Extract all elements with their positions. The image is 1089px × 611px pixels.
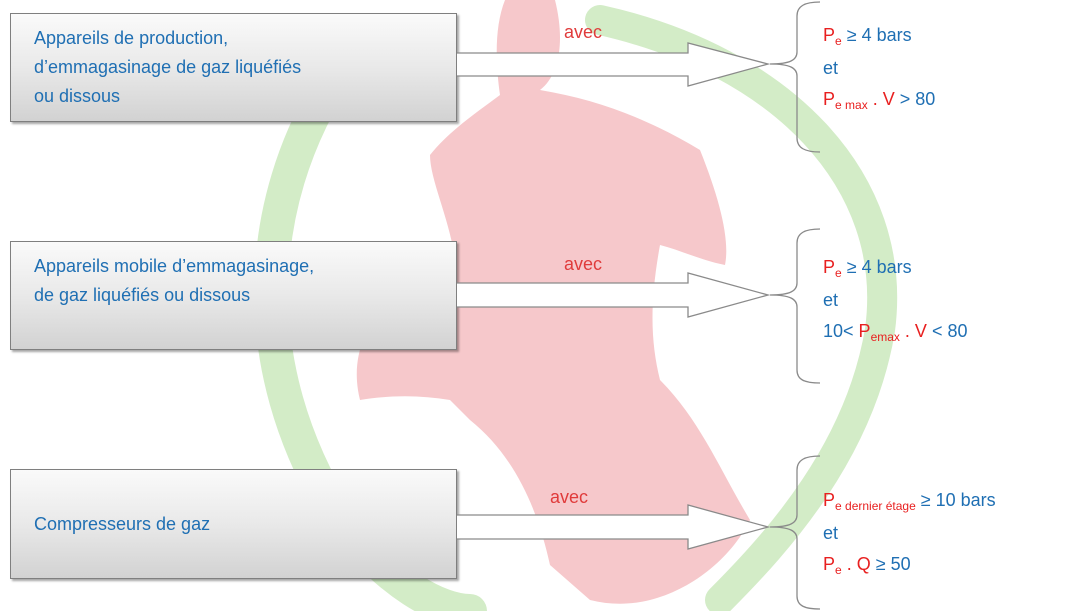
pressure-symbol: P xyxy=(823,89,836,109)
condition-group: Pe dernier étage ≥ 10 bars et Pe . Q ≥ 5… xyxy=(823,485,996,582)
pressure-subscript: emax xyxy=(870,330,900,344)
condition-prefix: 10< xyxy=(823,321,859,341)
pressure-subscript: e xyxy=(835,266,842,280)
condition-text: ≥ 10 bars xyxy=(915,490,996,510)
conjunction-text: et xyxy=(823,290,839,310)
condition-text: ≥ 4 bars xyxy=(841,25,912,45)
operator-text: . xyxy=(899,321,915,341)
condition-group: Pe ≥ 4 bars et 10< Pemax . V < 80 xyxy=(823,252,967,349)
conjunction-text: et xyxy=(823,523,839,543)
category-label: Compresseurs de gaz xyxy=(34,513,211,534)
pressure-subscript: e max xyxy=(835,98,868,112)
category-box-mobile: Appareils mobile d’emmagasinage, de gaz … xyxy=(10,241,457,350)
curly-brace-icon xyxy=(769,455,821,610)
conjunction-text: et xyxy=(823,58,839,78)
curly-brace-icon xyxy=(769,1,821,153)
category-box-compresseurs: Compresseurs de gaz xyxy=(10,469,457,579)
variable-symbol: V xyxy=(914,321,927,341)
arrow-right-icon xyxy=(457,42,771,87)
pressure-subscript: e dernier étage xyxy=(835,499,916,513)
condition-text: < 80 xyxy=(926,321,968,341)
connector-label: avec xyxy=(564,22,603,42)
curly-brace-icon xyxy=(769,228,821,384)
category-label: Appareils mobile d’emmagasinage, de gaz … xyxy=(34,256,315,305)
condition-line: Pe . Q ≥ 50 xyxy=(823,549,996,582)
condition-text: ≥ 4 bars xyxy=(841,257,912,277)
pressure-symbol: P xyxy=(858,321,871,341)
pressure-subscript: e xyxy=(835,563,842,577)
condition-line: Pe ≥ 4 bars xyxy=(823,252,967,285)
category-box-production: Appareils de production, d’emmagasinage … xyxy=(10,13,457,122)
arrow-right-icon xyxy=(457,272,771,318)
condition-text: > 80 xyxy=(894,89,936,109)
connector-label: avec xyxy=(564,254,603,274)
condition-group: Pe ≥ 4 bars et Pe max . V > 80 xyxy=(823,20,935,117)
watermark-green-arc xyxy=(254,68,487,611)
pressure-subscript: e xyxy=(835,34,842,48)
pressure-symbol: P xyxy=(823,490,836,510)
category-label: Appareils de production, d’emmagasinage … xyxy=(34,28,302,106)
arrow-right-icon xyxy=(457,504,771,550)
condition-line: 10< Pemax . V < 80 xyxy=(823,316,967,349)
connector-label: avec xyxy=(550,487,589,507)
operator-text: . xyxy=(867,89,883,109)
pressure-symbol: P xyxy=(823,257,836,277)
pressure-symbol: P xyxy=(823,554,836,574)
variable-symbol: V xyxy=(882,89,895,109)
condition-line: Pe ≥ 4 bars xyxy=(823,20,935,53)
pressure-symbol: P xyxy=(823,25,836,45)
operator-text: . xyxy=(841,554,857,574)
condition-line: Pe dernier étage ≥ 10 bars xyxy=(823,485,996,518)
condition-text: ≥ 50 xyxy=(870,554,911,574)
condition-line: Pe max . V > 80 xyxy=(823,84,935,117)
variable-symbol: Q xyxy=(856,554,871,574)
